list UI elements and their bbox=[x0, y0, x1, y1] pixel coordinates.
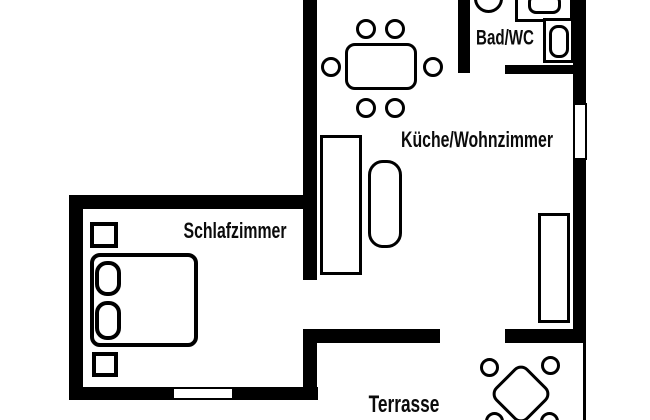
dining-chair-top-left bbox=[356, 19, 376, 39]
sink-basin bbox=[528, 0, 561, 14]
dining-chair-bottom-left bbox=[356, 98, 376, 118]
dining-chair-right bbox=[423, 57, 443, 77]
room-label-terrasse: Terrasse bbox=[368, 391, 440, 418]
window-bedroom bbox=[172, 387, 234, 400]
kitchen-counter bbox=[320, 135, 362, 275]
wall-bath-west bbox=[458, 0, 470, 73]
wall-right-outer bbox=[573, 0, 586, 342]
nightstand-top bbox=[90, 222, 118, 248]
dining-chair-left bbox=[321, 57, 341, 77]
round-washbasin-icon bbox=[474, 0, 503, 13]
terrace-chair-bottom-left bbox=[485, 412, 504, 420]
toilet-bowl bbox=[549, 25, 569, 58]
room-label-bad-wc: Bad/WC bbox=[476, 26, 534, 50]
terrace-edge-line bbox=[583, 342, 586, 420]
wall-bedroom-east-lower bbox=[303, 329, 317, 400]
cabinet bbox=[538, 213, 570, 323]
terrace-chair-top-left bbox=[480, 358, 499, 377]
wall-living-south-right bbox=[505, 329, 586, 343]
window-living bbox=[572, 103, 587, 160]
dining-table bbox=[345, 43, 417, 90]
terrace-chair-top-right bbox=[541, 356, 560, 375]
wall-bath-south bbox=[505, 65, 586, 74]
wall-living-south-left bbox=[303, 329, 440, 343]
pillow-bottom bbox=[95, 301, 121, 340]
kitchen-island bbox=[368, 160, 402, 248]
pillow-top bbox=[95, 261, 121, 296]
wall-bedroom-top bbox=[69, 195, 317, 209]
wall-bedroom-left bbox=[69, 195, 83, 400]
room-label-schlafzimmer: Schlafzimmer bbox=[183, 218, 287, 243]
nightstand-bottom bbox=[92, 352, 118, 377]
terrace-chair-bottom-right bbox=[540, 412, 559, 420]
dining-chair-bottom-right bbox=[385, 98, 405, 118]
room-label-kueche-wohnzimmer: Küche/Wohnzimmer bbox=[401, 127, 553, 152]
dining-chair-top-right bbox=[385, 19, 405, 39]
wall-kitchen-west bbox=[303, 0, 317, 280]
